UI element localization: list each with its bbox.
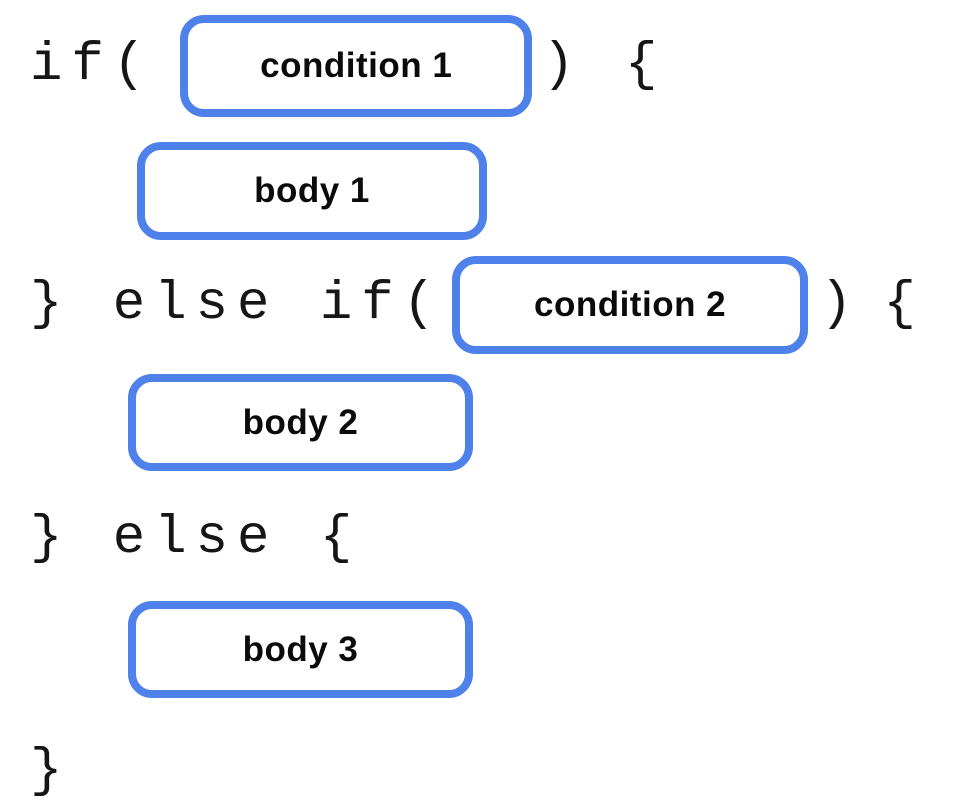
- body-1-label: body 1: [254, 171, 370, 210]
- body-3-label: body 3: [242, 629, 359, 669]
- body-2-label: body 2: [242, 402, 359, 442]
- code-token-else: } else {: [30, 508, 362, 569]
- code-token-if-open: if(: [30, 35, 155, 96]
- code-line-4: body 2: [128, 374, 473, 471]
- body-2-box: body 2: [128, 374, 473, 471]
- code-token-close-paren: ): [820, 274, 862, 335]
- code-line-5: } else {: [30, 500, 361, 578]
- condition-1-box: condition 1: [180, 15, 533, 117]
- condition-1-label: condition 1: [260, 46, 453, 85]
- code-token-open-brace: {: [883, 274, 925, 335]
- code-line-2: body 1: [137, 142, 487, 240]
- code-token-final-brace: }: [30, 741, 72, 802]
- body-3-box: body 3: [128, 601, 473, 698]
- code-token-close-paren-brace: ) {: [542, 35, 667, 96]
- condition-2-label: condition 2: [533, 285, 727, 324]
- code-line-3: } else if( condition 2 ) {: [30, 256, 925, 354]
- condition-2-box: condition 2: [452, 256, 809, 354]
- body-1-box: body 1: [137, 142, 487, 240]
- code-token-else-if-open: } else if(: [30, 274, 445, 335]
- code-line-6: body 3: [128, 601, 473, 698]
- code-line-1: if( condition 1 ) {: [30, 15, 666, 117]
- code-line-7: }: [30, 734, 71, 810]
